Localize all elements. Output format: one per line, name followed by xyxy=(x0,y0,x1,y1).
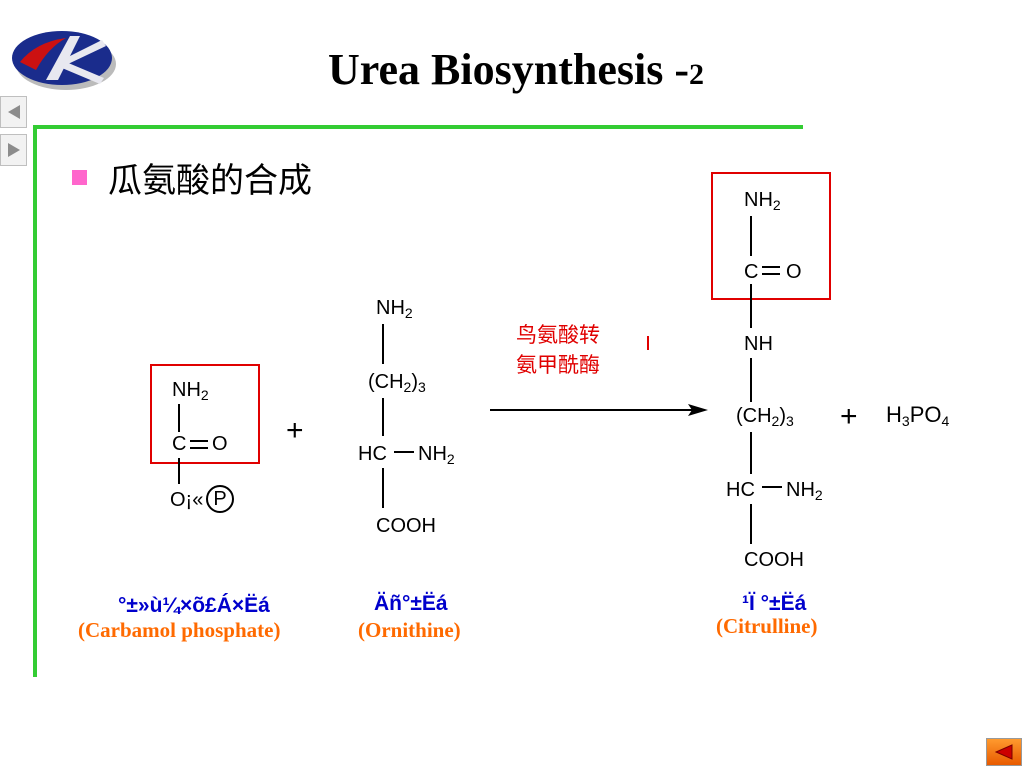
plus-sign-2: + xyxy=(840,400,858,433)
citrulline-highlight-box xyxy=(711,172,831,300)
ornithine-bond-2 xyxy=(382,398,384,436)
ornithine-bond-3 xyxy=(382,468,384,508)
citrulline-hc: HC xyxy=(726,479,755,501)
carbamoyl-double-bond-bottom xyxy=(190,447,208,449)
ornithine-nh2: NH2 xyxy=(376,297,413,321)
triangle-right-icon xyxy=(7,143,20,157)
citrulline-ch2: (CH2)3 xyxy=(736,405,794,429)
enzyme-label: 鸟氨酸转 氨甲酰酶 xyxy=(516,320,600,380)
citrulline-bond-1 xyxy=(750,216,752,256)
ornithine-cooh: COOH xyxy=(376,515,436,537)
prev-slide-button[interactable] xyxy=(0,96,27,128)
enzyme-label-backdrop xyxy=(500,320,650,390)
citrulline-nh2: NH2 xyxy=(744,189,781,213)
carbamoyl-c: C xyxy=(172,433,187,455)
citrulline-bond-2 xyxy=(750,284,752,328)
carbamoyl-name-garbled: °±»ù¼×õ£Á×Ëá xyxy=(118,594,270,617)
citrulline-o: O xyxy=(786,261,802,283)
ornithine-name-english: (Ornithine) xyxy=(358,618,461,642)
enzyme-label-tick-right xyxy=(647,336,649,350)
reaction-arrow xyxy=(490,404,708,416)
frame-left-line xyxy=(33,125,37,677)
back-to-menu-button[interactable] xyxy=(986,738,1022,766)
carbamoyl-o: O xyxy=(212,433,228,455)
frame-top-line xyxy=(33,125,803,129)
bullet-icon xyxy=(72,170,87,185)
ornithine-side-bond xyxy=(394,451,414,453)
citrulline-name-garbled: ¹Ï °±Ëá xyxy=(742,592,807,615)
carbamoyl-nh2: NH2 xyxy=(172,379,209,403)
enzyme-line-2: 氨甲酰酶 xyxy=(516,353,600,377)
citrulline-side-nh2: NH2 xyxy=(786,479,823,503)
carbamoyl-highlight-box xyxy=(150,364,260,464)
triangle-left-icon xyxy=(994,744,1013,760)
carbamoyl-double-bond-top xyxy=(190,440,208,442)
triangle-left-icon xyxy=(7,105,20,119)
ornithine-bond-1 xyxy=(382,324,384,364)
citrulline-side-bond xyxy=(762,486,782,488)
citrulline-bond-4 xyxy=(750,432,752,474)
carbamoyl-name-english: (Carbamol phosphate) xyxy=(78,618,281,642)
citrulline-bond-5 xyxy=(750,504,752,544)
carbamoyl-bond-2 xyxy=(178,458,180,484)
citrulline-nh: NH xyxy=(744,333,773,355)
ornithine-ch2: (CH2)3 xyxy=(368,371,426,395)
citrulline-double-bond-top xyxy=(762,266,780,268)
logo xyxy=(12,31,116,90)
phosphoric-acid: H3PO4 xyxy=(886,402,950,429)
section-heading: 瓜氨酸的合成 xyxy=(108,161,312,201)
citrulline-name-english: (Citrulline) xyxy=(716,614,818,638)
citrulline-bond-3 xyxy=(750,358,752,402)
carbamoyl-bond-1 xyxy=(178,404,180,432)
enzyme-line-1: 鸟氨酸转 xyxy=(516,323,600,347)
next-slide-button[interactable] xyxy=(0,134,27,166)
phosphate-circle: P xyxy=(206,485,234,513)
citrulline-double-bond-bottom xyxy=(762,273,780,275)
plus-sign-1: + xyxy=(286,414,304,447)
ornithine-name-garbled: Äñ°±Ëá xyxy=(374,592,448,615)
ornithine-side-nh2: NH2 xyxy=(418,443,455,467)
citrulline-cooh: COOH xyxy=(744,549,804,571)
phosphate-p: P xyxy=(213,488,227,510)
citrulline-c: C xyxy=(744,261,759,283)
carbamoyl-o-glyph: O¡« xyxy=(170,489,204,511)
page-title: Urea Biosynthesis -2 xyxy=(328,45,704,94)
ornithine-hc: HC xyxy=(358,443,387,465)
